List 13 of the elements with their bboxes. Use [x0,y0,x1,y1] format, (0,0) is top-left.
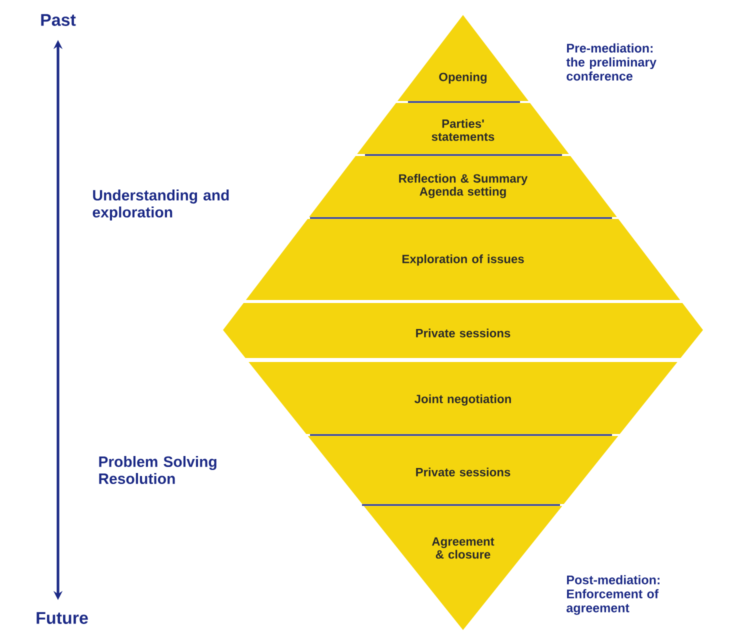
diagram-band: Joint negotiation [248,362,678,434]
diagram-band: Reflection & Summary Agenda setting [309,156,617,217]
label: Past [41,14,76,26]
diagram-band: Private sessions [223,303,703,358]
diagram-band: Parties' statements [357,103,569,154]
diagram-band: Opening [398,15,528,101]
label: Pre-mediation: the preliminary conference [566,43,656,81]
diagram-band: Private sessions [308,436,618,504]
label: Understanding and exploration [92,190,229,220]
diagram-band: Agreement & closure [364,506,562,630]
label: Problem Solving Resolution [99,456,216,484]
label: Future [36,612,88,624]
diagram-band: Exploration of issues [246,219,680,300]
